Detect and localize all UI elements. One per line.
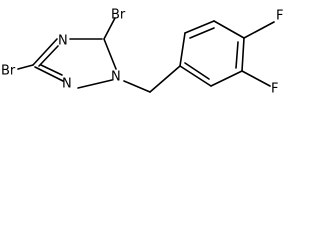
bond-c4-f	[243, 21, 275, 39]
bond-ar-inner-a	[189, 27, 215, 39]
atom-n-bottom-right: N	[111, 70, 121, 85]
bond-ar-inner-c	[184, 62, 210, 80]
bond-ar-2-3	[184, 20, 215, 34]
bond-c3-br	[17, 64, 34, 70]
atom-br-top: Br	[111, 8, 126, 23]
triazole-ring	[32, 38, 117, 89]
atom-f-top: F	[276, 9, 283, 24]
benzene-ring	[179, 20, 245, 87]
chemical-structure: Br Br N N N F F	[1, 8, 283, 97]
bond-c3-n4	[32, 38, 58, 66]
bond-n1-ch2	[123, 80, 151, 93]
atom-n-top: N	[58, 34, 68, 49]
atom-br-left: Br	[1, 64, 16, 79]
bond-ar-6-1	[179, 65, 212, 87]
atom-n-bottom-left: N	[62, 77, 72, 92]
bond-ar-inner-b	[235, 41, 239, 69]
bond-n2-c3-double	[40, 64, 63, 76]
bond-c5-f	[241, 70, 271, 87]
bond-c5-br	[103, 17, 116, 40]
bond-ch2-phenyl	[149, 65, 181, 93]
bond-c5-n1	[103, 38, 117, 70]
bond-n2-c3	[34, 66, 64, 82]
bond-ar-3-4	[213, 20, 245, 39]
bond-ar-4-5	[241, 37, 245, 72]
bond-c3-n4-double	[38, 45, 59, 67]
bond-n1-n2	[77, 79, 113, 89]
bond-ar-5-6	[210, 70, 243, 87]
bond-ar-1-2	[179, 32, 186, 67]
atom-labels: Br Br N N N F F	[1, 8, 283, 97]
atom-f-bottom: F	[271, 82, 278, 97]
